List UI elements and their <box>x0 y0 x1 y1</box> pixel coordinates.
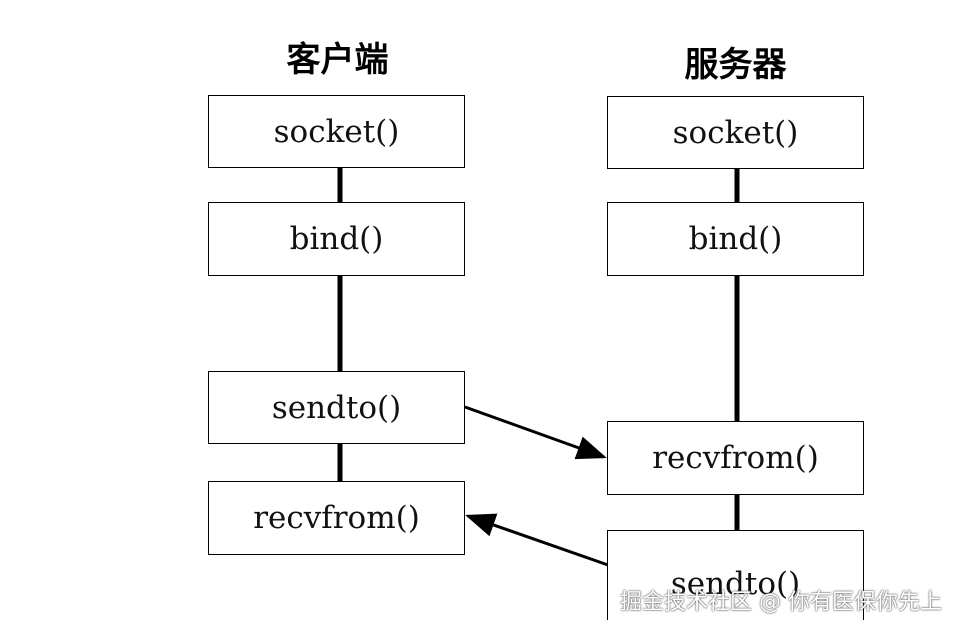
arrow-client-sendto-to-server-recvfrom <box>464 405 607 460</box>
server-recvfrom-box: recvfrom() <box>607 421 864 495</box>
server-title: 服务器 <box>684 45 787 85</box>
client-socket-box: socket() <box>208 95 465 168</box>
server-bind-box: bind() <box>607 202 864 276</box>
client-recvfrom-box: recvfrom() <box>208 481 465 555</box>
watermark: 掘金技术社区 @ 你有医保你先上 <box>620 590 942 615</box>
client-sendto-box: sendto() <box>208 371 465 444</box>
client-title: 客户端 <box>286 40 389 80</box>
arrow-server-sendto-to-client-recvfrom <box>465 513 609 567</box>
client-bind-box: bind() <box>208 202 465 276</box>
server-socket-box: socket() <box>607 96 864 169</box>
server-sendto-box: sendto() <box>607 530 864 620</box>
